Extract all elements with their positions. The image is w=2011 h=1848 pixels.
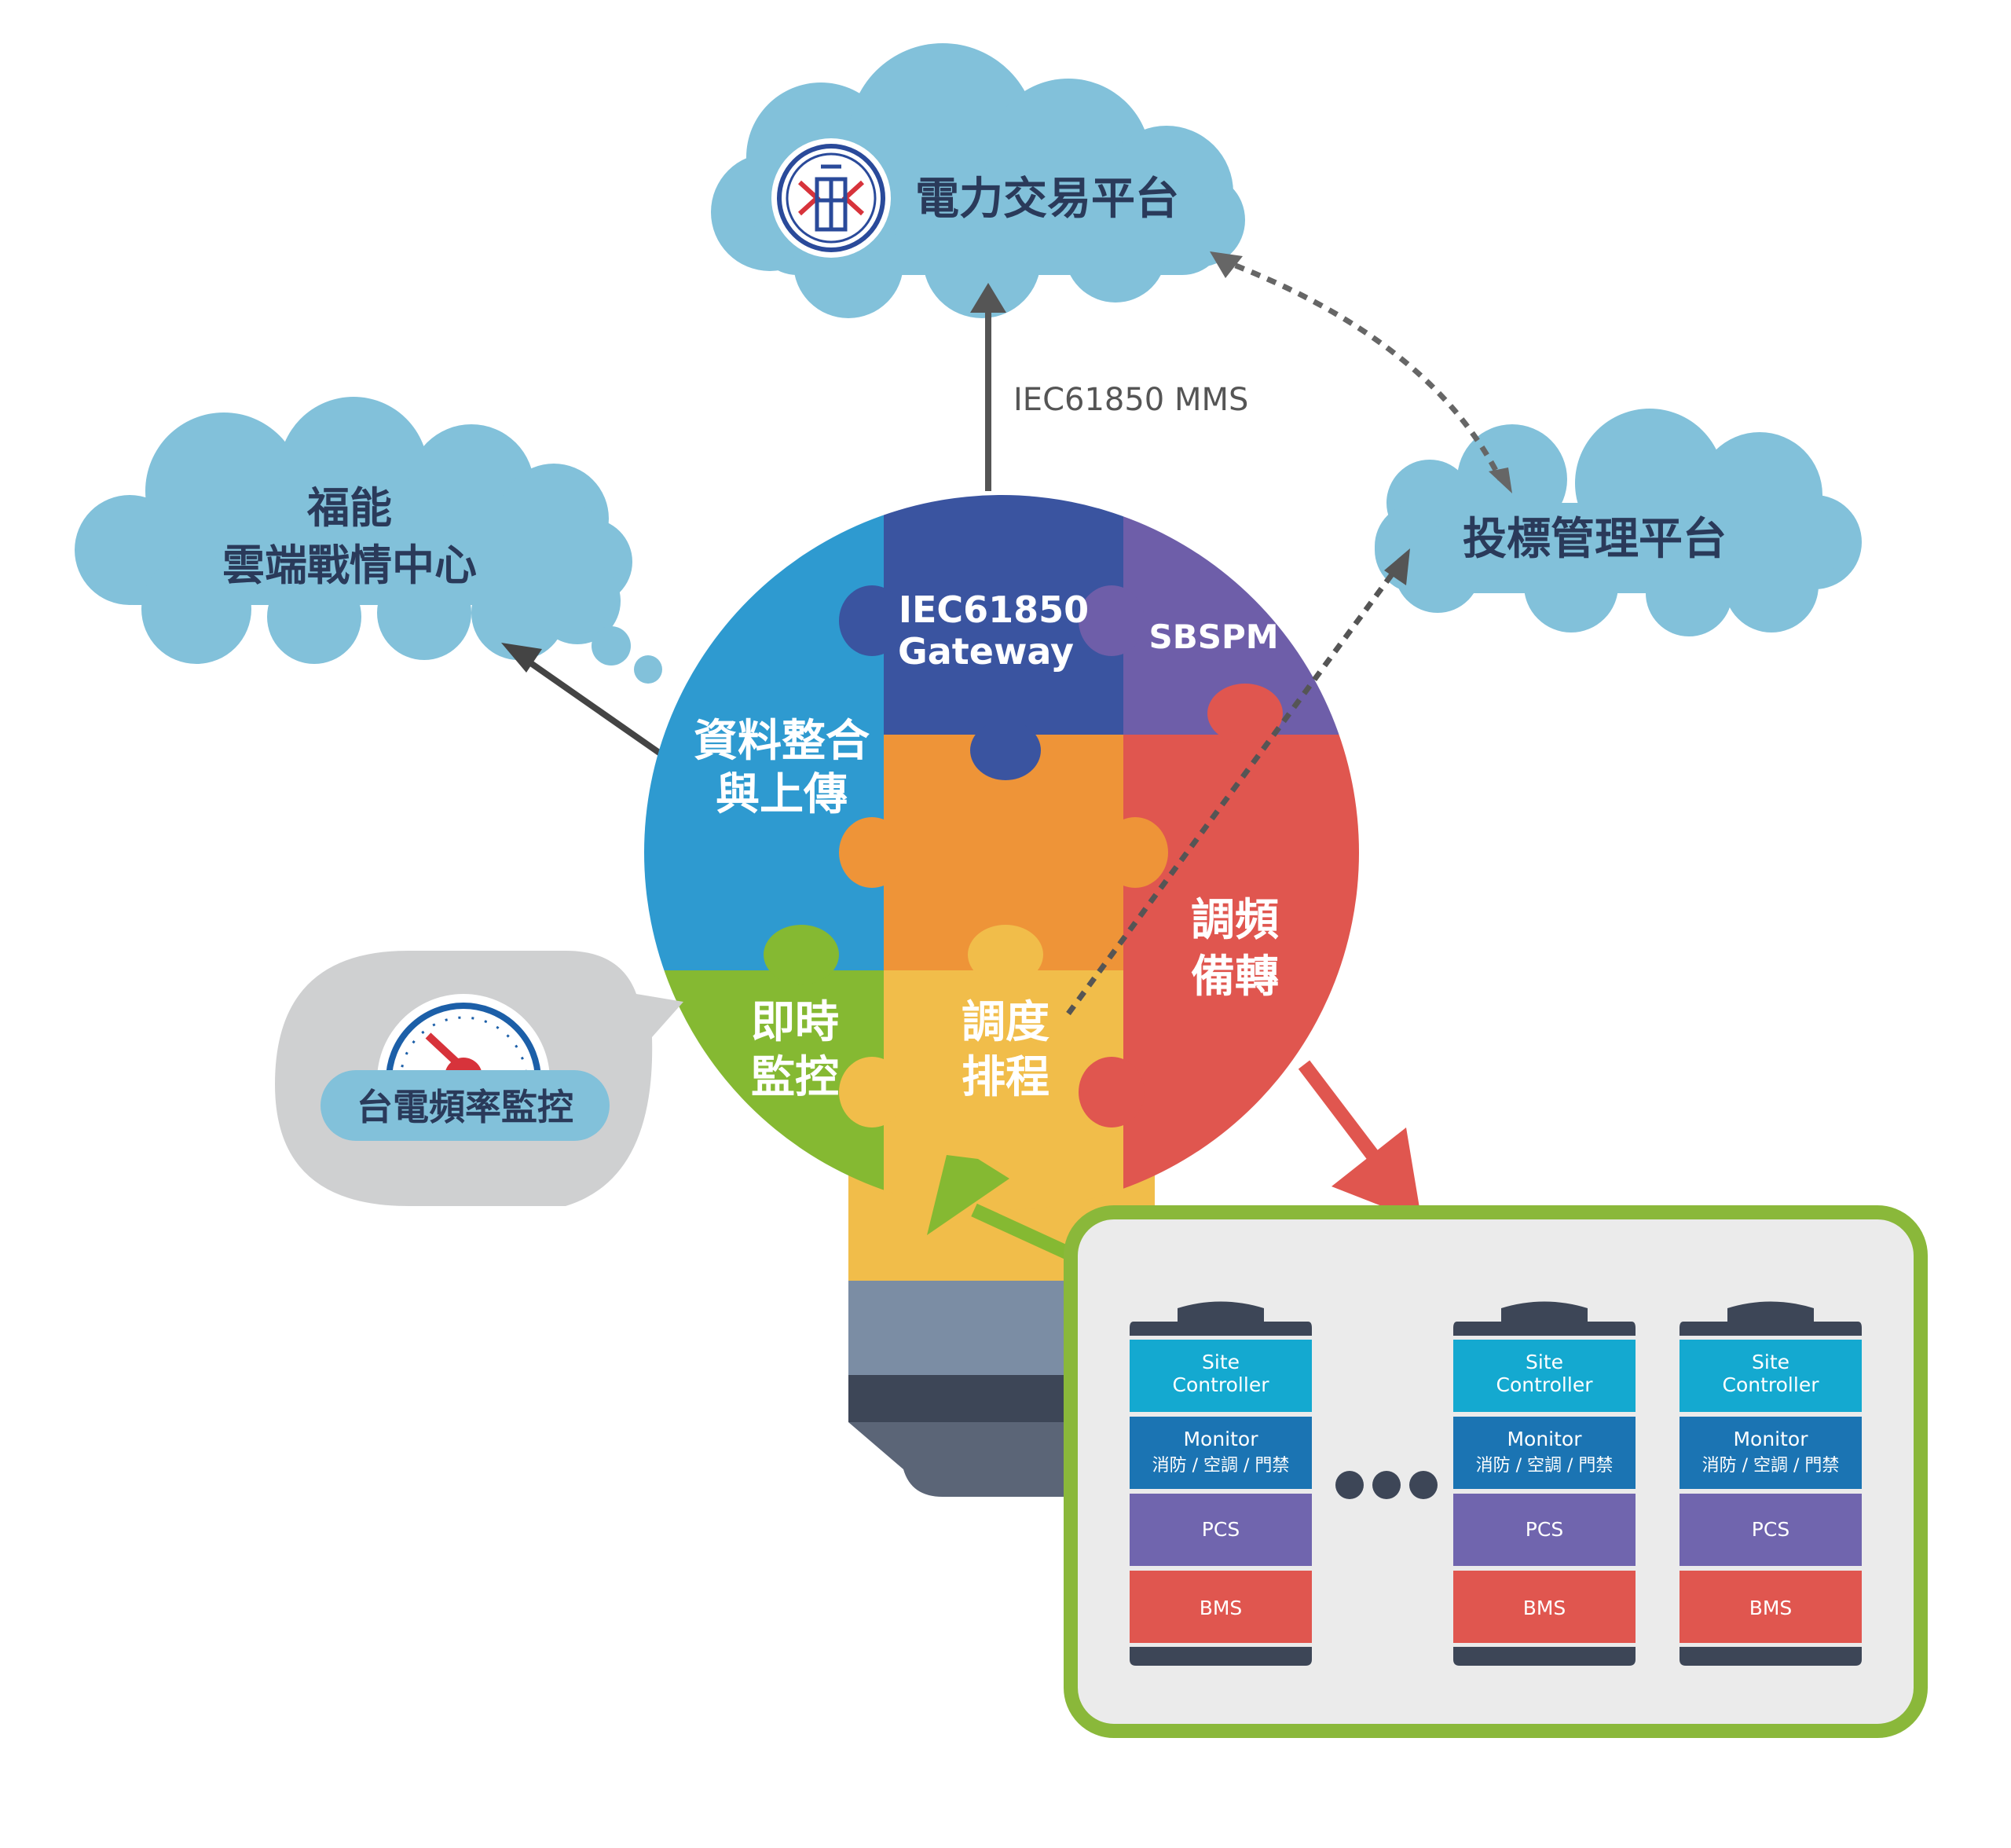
pcs-label: PCS (1752, 1518, 1789, 1541)
site-controller-label: Controller (1173, 1373, 1270, 1396)
site-controller-label: Site (1752, 1351, 1789, 1373)
monitor-arrowhead (927, 1155, 1009, 1235)
dispatch-bidding-arrowhead (1384, 548, 1410, 585)
battery-cap (1679, 1301, 1862, 1336)
data-upload-label-line1: 資料整合 (694, 716, 870, 767)
monitor-layer (1130, 1417, 1312, 1489)
monitor-label: Monitor (1733, 1428, 1808, 1450)
energy-center-label-line1: 福能 (306, 483, 392, 533)
mms-arrowhead (970, 283, 1006, 313)
bidding-platform-cloud (1375, 409, 1862, 636)
protocol-label: IEC61850 MMS (1013, 382, 1248, 418)
site-controller-label: Site (1526, 1351, 1563, 1373)
monitor-sub-label: 消防 / 空調 / 門禁 (1702, 1456, 1840, 1476)
battery-cap (1453, 1301, 1636, 1336)
monitor-arrow (971, 1203, 1071, 1260)
frequency-bubble: 台電頻率監控 (275, 951, 683, 1206)
dispatch-label-line1: 調度 (962, 997, 1049, 1048)
dispatch-label-line2: 排程 (962, 1052, 1049, 1103)
monitor-label-line2: 監控 (751, 1052, 839, 1103)
regulation-label-line2: 備轉 (1191, 952, 1279, 1003)
monitor-label-line1: 即時 (751, 997, 839, 1048)
monitor-label: Monitor (1183, 1428, 1258, 1450)
bms-layer (1453, 1571, 1636, 1643)
upload-arrowhead (501, 643, 542, 673)
monitor-sub-label: 消防 / 空調 / 門禁 (1476, 1456, 1614, 1476)
bms-layer (1130, 1571, 1312, 1643)
site-controller-layer (1679, 1340, 1862, 1412)
site-controller-label: Site (1202, 1351, 1240, 1373)
ellipsis (1335, 1471, 1438, 1499)
battery-base (1679, 1647, 1862, 1666)
trading-bidding-dotted-arrow (1218, 256, 1504, 481)
taipower-logo (771, 138, 891, 258)
bms-layer (1679, 1571, 1862, 1643)
gateway-label-line2: Gateway (898, 630, 1074, 673)
bms-label: BMS (1200, 1597, 1243, 1619)
monitor-layer (1679, 1417, 1862, 1489)
trading-platform-label: 電力交易平台 (915, 174, 1179, 225)
site-controller-layer (1453, 1340, 1636, 1412)
pcs-layer (1130, 1494, 1312, 1566)
trading-arrowhead (1210, 251, 1243, 278)
battery-base (1453, 1647, 1636, 1666)
sbspm-label: SBSPM (1148, 618, 1278, 656)
regulation-arrowhead (1332, 1128, 1422, 1222)
dispatch-bidding-dotted-line (1066, 563, 1401, 1016)
energy-center-cloud (75, 397, 662, 684)
site-controller-layer (1130, 1340, 1312, 1412)
battery-cap (1130, 1301, 1312, 1336)
upload-arrow (524, 657, 664, 757)
site-controller-label: Controller (1496, 1373, 1594, 1396)
puzzle-bulb (644, 495, 1359, 1210)
pcs-layer (1679, 1494, 1862, 1566)
data-upload-label-line2: 與上傳 (716, 769, 848, 820)
pcs-label: PCS (1202, 1518, 1240, 1541)
site-controller-label: Controller (1723, 1373, 1820, 1396)
bidding-arrowhead (1489, 468, 1512, 493)
regulation-label-line1: 調頻 (1191, 895, 1279, 946)
monitor-label: Monitor (1507, 1428, 1582, 1450)
pcs-layer (1453, 1494, 1636, 1566)
frequency-label: 台電頻率監控 (357, 1086, 573, 1128)
monitor-sub-label: 消防 / 空調 / 門禁 (1152, 1456, 1290, 1476)
battery-base (1130, 1647, 1312, 1666)
bms-label: BMS (1749, 1597, 1793, 1619)
energy-center-label-line2: 雲端戰情中心 (222, 541, 477, 590)
monitor-layer (1453, 1417, 1636, 1489)
bidding-platform-label: 投標管理平台 (1463, 514, 1727, 565)
bms-label: BMS (1523, 1597, 1566, 1619)
gateway-label-line1: IEC61850 (899, 588, 1089, 631)
pcs-label: PCS (1526, 1518, 1563, 1541)
